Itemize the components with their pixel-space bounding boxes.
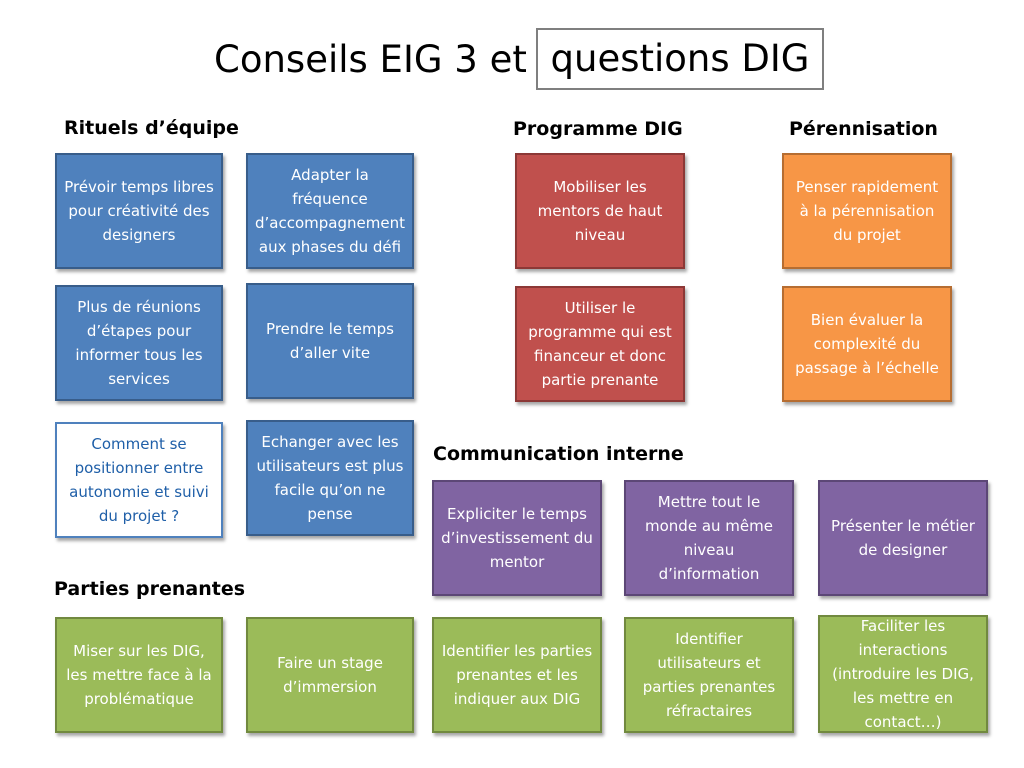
card-rituels-2: Adapter la fréquence d’accompagnement au… bbox=[246, 153, 414, 269]
heading-parties: Parties prenantes bbox=[54, 578, 246, 600]
title-text: Conseils EIG 3 et bbox=[214, 38, 527, 81]
heading-programme: Programme DIG bbox=[513, 118, 683, 140]
card-parties-1: Miser sur les DIG, les mettre face à la … bbox=[55, 617, 223, 733]
card-rituels-1: Prévoir temps libres pour créativité des… bbox=[55, 153, 223, 269]
card-communication-3: Présenter le métier de designer bbox=[818, 480, 988, 596]
card-parties-5: Faciliter les interactions (introduire l… bbox=[818, 615, 988, 733]
title-boxed-text: questions DIG bbox=[536, 28, 824, 90]
card-perennisation-2: Bien évaluer la complexité du passage à … bbox=[782, 286, 952, 402]
heading-communication: Communication interne bbox=[433, 443, 684, 465]
card-parties-4: Identifier utilisateurs et parties prena… bbox=[624, 617, 794, 733]
card-parties-3: Identifier les parties prenantes et les … bbox=[432, 617, 602, 733]
card-communication-2: Mettre tout le monde au même niveau d’in… bbox=[624, 480, 794, 596]
card-perennisation-1: Penser rapidement à la pérennisation du … bbox=[782, 153, 952, 269]
card-rituels-3: Plus de réunions d’étapes pour informer … bbox=[55, 285, 223, 401]
card-communication-1: Expliciter le temps d’investissement du … bbox=[432, 480, 602, 596]
card-parties-2: Faire un stage d’immersion bbox=[246, 617, 414, 733]
card-programme-1: Mobiliser les mentors de haut niveau bbox=[515, 153, 685, 269]
slide-title: Conseils EIG 3 et questions DIG bbox=[0, 24, 1024, 100]
card-rituels-6: Echanger avec les utilisateurs est plus … bbox=[246, 420, 414, 536]
heading-rituels: Rituels d’équipe bbox=[64, 117, 239, 139]
card-programme-2: Utiliser le programme qui est financeur … bbox=[515, 286, 685, 402]
card-rituels-4: Prendre le temps d’aller vite bbox=[246, 283, 414, 399]
heading-perennisation: Pérennisation bbox=[789, 118, 938, 140]
card-rituels-5: Comment se positionner entre autonomie e… bbox=[55, 422, 223, 538]
